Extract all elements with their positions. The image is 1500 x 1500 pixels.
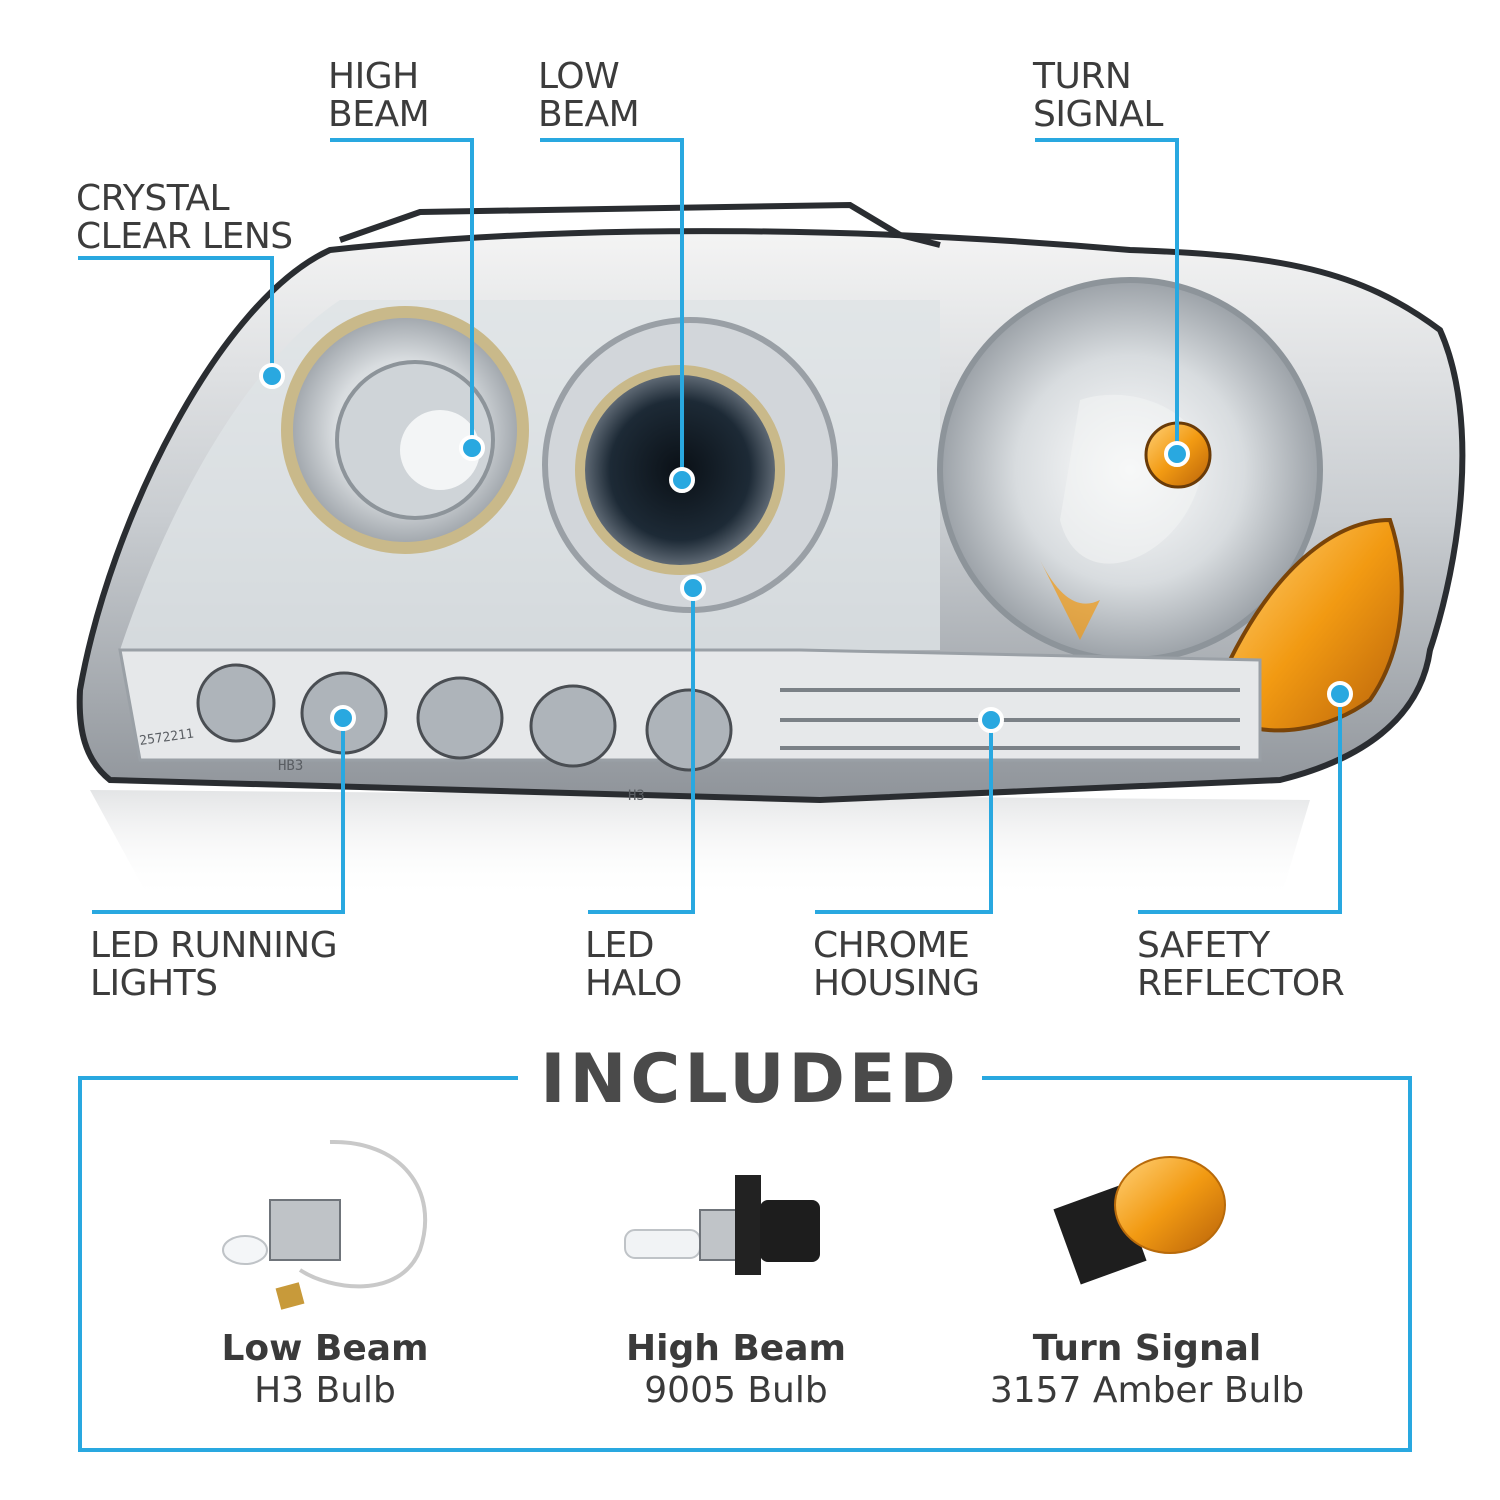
9005-bulb-icon — [624, 1175, 820, 1275]
bulb-type-3157: 3157 Amber Bulb — [989, 1370, 1305, 1411]
bulb-name-turn-signal: Turn Signal — [1032, 1328, 1262, 1369]
turn-signal-leader — [1035, 138, 1179, 454]
chrome-housing-leader — [815, 720, 993, 914]
turn-signal-dot — [1164, 441, 1190, 467]
headlight-top-tab — [339, 201, 941, 248]
lens-marking-3: H3 — [628, 788, 645, 804]
bulb-name-high-beam: High Beam — [625, 1328, 847, 1369]
crystal-clear-lens-dot — [259, 363, 285, 389]
included-title: INCLUDED — [0, 1040, 1500, 1119]
low-beam-leader — [540, 138, 684, 480]
led-running-lights-dot — [330, 705, 356, 731]
led-running-lights — [196, 663, 733, 772]
low-beam-dot — [669, 467, 695, 493]
lens-marking-2: HB3 — [278, 758, 303, 774]
safety-reflector-leader — [1138, 694, 1342, 914]
chrome-housing-dot — [978, 707, 1004, 733]
included-frame — [78, 1076, 1412, 1452]
safety-reflector — [1228, 517, 1404, 733]
chrome-housing-ribs — [780, 688, 1240, 750]
led-halo-leader — [588, 588, 695, 914]
bulb-type-h3: H3 Bulb — [254, 1370, 396, 1411]
crystal-clear-lens-leader — [78, 256, 274, 375]
3157-amber-bulb-icon — [1053, 1156, 1226, 1285]
high-beam-dot — [459, 435, 485, 461]
h3-bulb-icon — [222, 1139, 428, 1310]
bulb-type-9005: 9005 Bulb — [644, 1370, 828, 1411]
floor-reflection — [90, 790, 1310, 900]
bulb-name-low-beam: Low Beam — [221, 1328, 429, 1369]
safety-reflector-dot — [1327, 681, 1353, 707]
led-running-lights-leader — [92, 718, 345, 914]
high-beam-leader — [330, 138, 474, 448]
led-halo-dot — [680, 575, 706, 601]
